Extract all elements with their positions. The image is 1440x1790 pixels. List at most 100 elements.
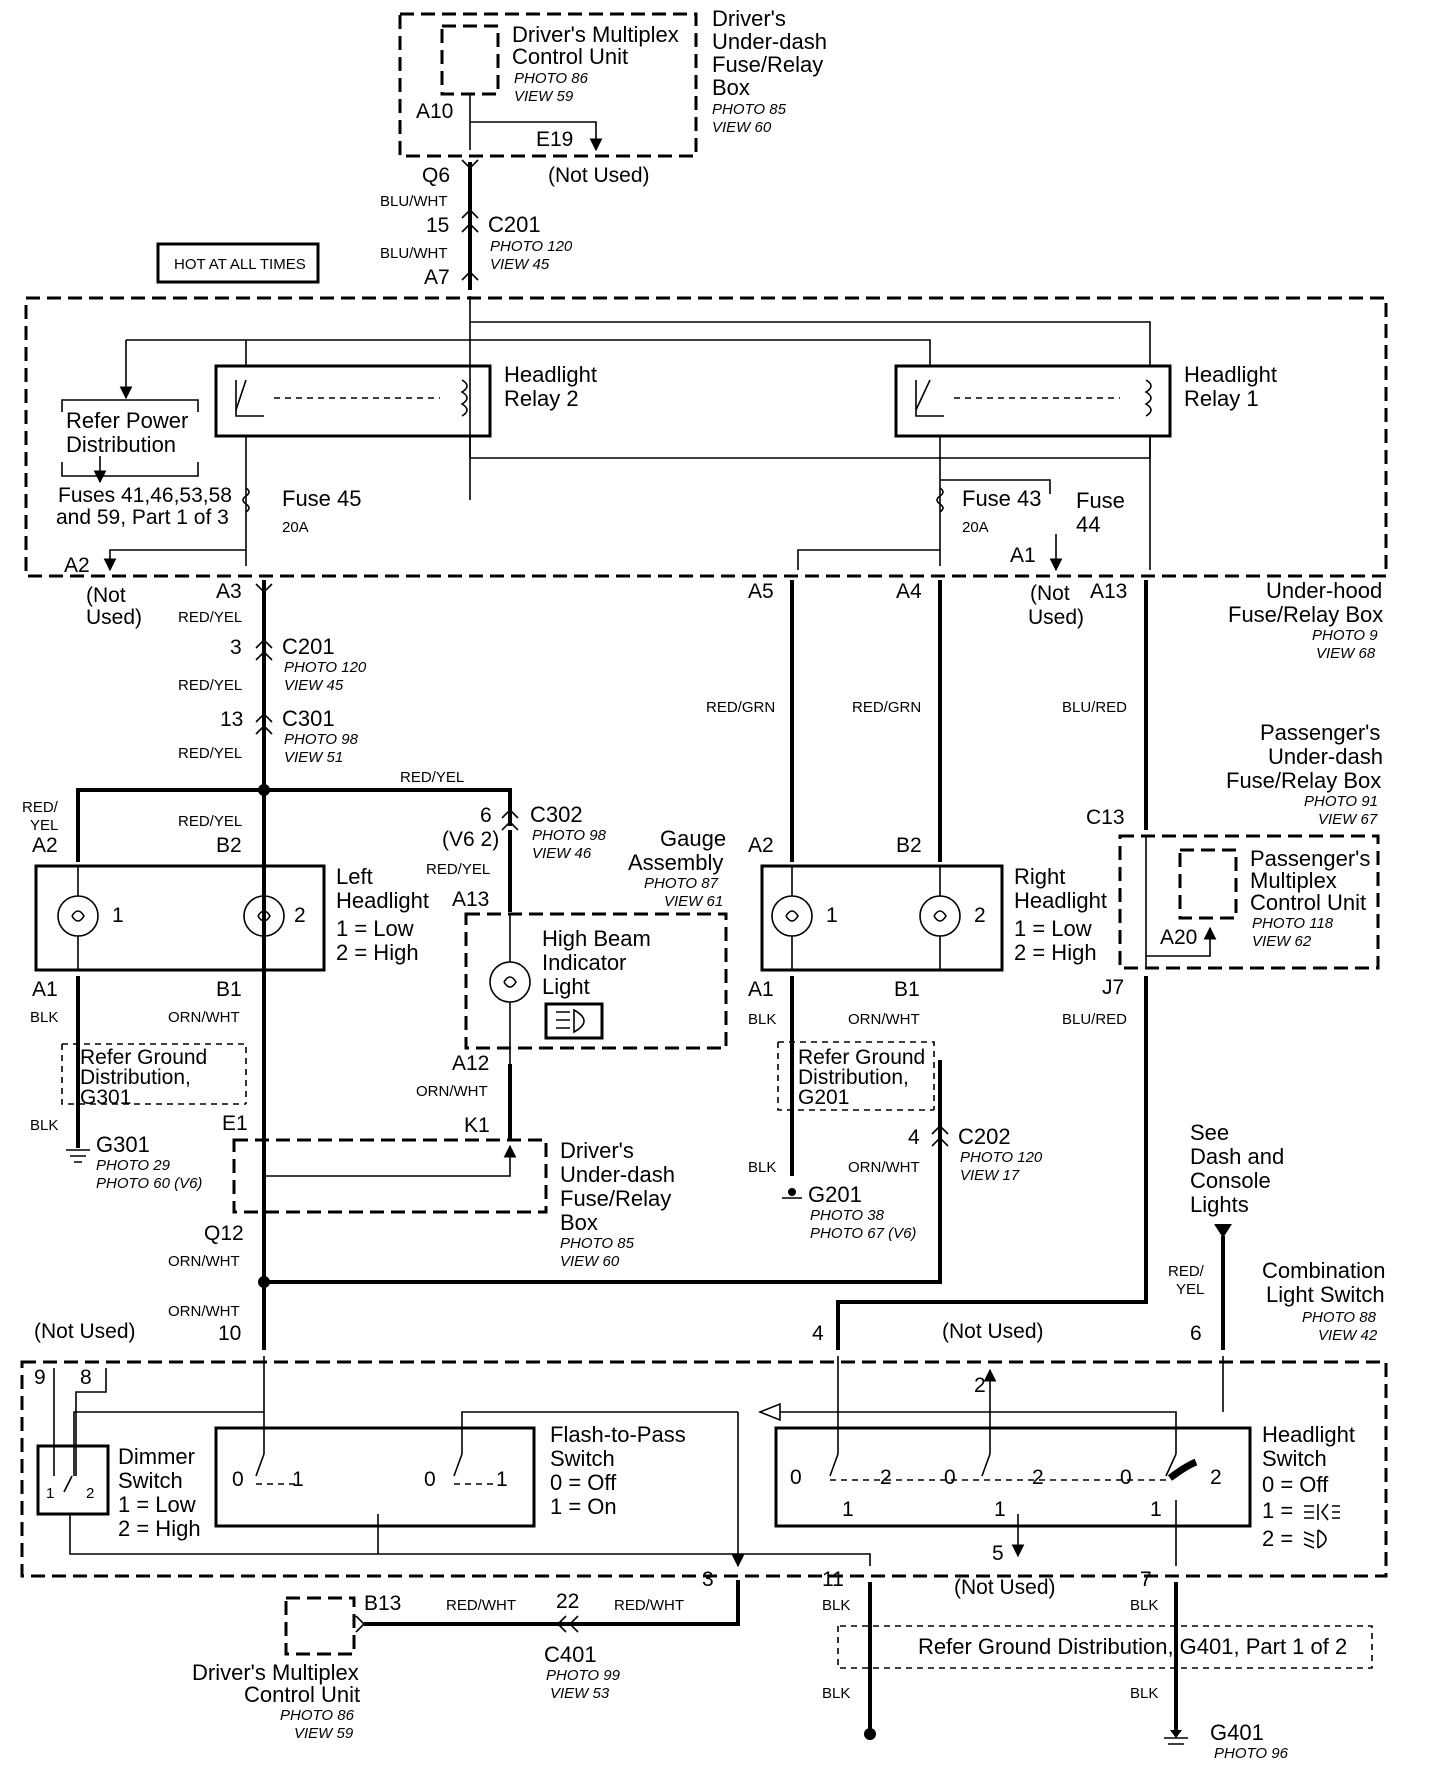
parking-light-icon bbox=[1304, 1503, 1340, 1521]
hls-l4: 1 = bbox=[1262, 1498, 1293, 1523]
sw-pin-4: 4 bbox=[812, 1322, 824, 1345]
rhl-bulb-2: 2 bbox=[974, 904, 986, 927]
lg-refer-1: Refer Ground bbox=[80, 1046, 207, 1069]
rg-c202-view: VIEW 17 bbox=[960, 1167, 1020, 1184]
dmcu-top-photo: PHOTO 86 bbox=[514, 70, 589, 87]
sw-not-used-top-mid: (Not Used) bbox=[942, 1320, 1044, 1343]
rg-g201: G201 bbox=[808, 1182, 862, 1207]
hls-s0-c: 0 bbox=[1120, 1466, 1132, 1489]
b-blk-11: BLK bbox=[822, 1597, 850, 1614]
rhl-l4: 2 = High bbox=[1014, 940, 1097, 965]
gauge-l1: Gauge bbox=[660, 826, 726, 851]
pudb-c13: C13 bbox=[1086, 806, 1125, 829]
dimmer-s2: 2 bbox=[86, 1485, 94, 1502]
pin-q6: Q6 bbox=[422, 164, 450, 187]
sw-not-used-top-left: (Not Used) bbox=[34, 1320, 136, 1343]
hls-l2: Switch bbox=[1262, 1446, 1327, 1471]
lc-c301-photo: PHOTO 98 bbox=[284, 731, 359, 748]
dudb-mid-l2: Under-dash bbox=[560, 1162, 675, 1187]
pudb-view: VIEW 67 bbox=[1318, 811, 1378, 828]
lc-color-2: RED/YEL bbox=[178, 677, 242, 694]
uh-pin-a13: A13 bbox=[1090, 580, 1127, 603]
bottom-dmcu-icon bbox=[284, 1596, 356, 1656]
lg-blk-1: BLK bbox=[30, 1009, 58, 1026]
ml-e1: E1 bbox=[222, 1112, 248, 1135]
lc-c301-view: VIEW 51 bbox=[284, 749, 343, 766]
fuse45-amp: 20A bbox=[282, 519, 309, 536]
c302-name: C302 bbox=[530, 802, 583, 827]
uh-not-used-left-1: (Not bbox=[86, 584, 126, 607]
ground-g401-icon bbox=[1164, 1737, 1188, 1745]
drivers-underdash-box-mid bbox=[232, 1138, 548, 1214]
lhl-bulb-2: 2 bbox=[294, 904, 306, 927]
dimmer-s1: 1 bbox=[46, 1485, 54, 1502]
c302-color: RED/YEL bbox=[426, 861, 490, 878]
left-headlight bbox=[34, 864, 326, 972]
lhl-a1: A1 bbox=[32, 978, 58, 1001]
pin-e19: E19 bbox=[536, 128, 573, 151]
rhl-b1: B1 bbox=[894, 978, 920, 1001]
see-dash-color-1: RED/ bbox=[1168, 1263, 1205, 1280]
combination-light-switch-box bbox=[20, 1360, 1388, 1578]
dudb-mid-l4: Box bbox=[560, 1210, 598, 1235]
right-bulb-2-icon bbox=[919, 895, 961, 937]
dimmer-switch bbox=[36, 1444, 110, 1516]
underhood-l2: Fuse/Relay Box bbox=[1228, 602, 1383, 627]
hot-at-all-times: HOT AT ALL TIMES bbox=[174, 256, 306, 273]
rg-color-1: ORN/WHT bbox=[848, 1011, 920, 1028]
pin-a10: A10 bbox=[416, 100, 453, 123]
dudb-mid-view: VIEW 60 bbox=[560, 1253, 620, 1270]
high-beam-symbol-icon bbox=[544, 1002, 604, 1040]
dudb-mid-l1: Driver's bbox=[560, 1138, 634, 1163]
lhl-a2: A2 bbox=[32, 834, 58, 857]
rg-refer-2: Distribution, bbox=[798, 1066, 909, 1089]
lc-color-1: RED/YEL bbox=[178, 609, 242, 626]
b-c401: C401 bbox=[544, 1642, 597, 1667]
relay2-l1: Headlight bbox=[504, 362, 597, 387]
pmcu-view: VIEW 62 bbox=[1252, 933, 1312, 950]
rhl-b2: B2 bbox=[896, 834, 922, 857]
refer-power-l2: Distribution bbox=[66, 432, 176, 457]
rg-photo-2: PHOTO 67 (V6) bbox=[810, 1225, 916, 1242]
ml-color-3: ORN/WHT bbox=[168, 1303, 240, 1320]
relay2-l2: Relay 2 bbox=[504, 386, 579, 411]
passenger-mcu-icon bbox=[1178, 848, 1238, 920]
ml-color-1: ORN/WHT bbox=[168, 1009, 240, 1026]
dimmer-l1: Dimmer bbox=[118, 1444, 195, 1469]
rg-blk-1: BLK bbox=[748, 1011, 776, 1028]
pudb-color: BLU/RED bbox=[1062, 1011, 1127, 1028]
hot-at-all-times-box bbox=[156, 242, 320, 284]
hls-l5: 2 = bbox=[1262, 1526, 1293, 1551]
hbil-l1: High Beam bbox=[542, 926, 651, 951]
dimmer-l3: 1 = Low bbox=[118, 1492, 196, 1517]
hls-s2-c: 2 bbox=[1210, 1466, 1222, 1489]
fuse44-l1: Fuse bbox=[1076, 488, 1125, 513]
sw-pin-8: 8 bbox=[80, 1366, 92, 1389]
sw-pin-9: 9 bbox=[34, 1366, 46, 1389]
wire-blu-red-j7 bbox=[836, 976, 1148, 1350]
b-dm-l1: Driver's Multiplex bbox=[192, 1660, 359, 1685]
dudb-mid-photo: PHOTO 85 bbox=[560, 1235, 635, 1252]
dimmer-l2: Switch bbox=[118, 1468, 183, 1493]
hls-s2-b: 2 bbox=[1032, 1466, 1044, 1489]
ftp-l2: Switch bbox=[550, 1446, 615, 1471]
lc-c201: C201 bbox=[282, 634, 335, 659]
lg-blk-2: BLK bbox=[30, 1117, 58, 1134]
sw-pin-10: 10 bbox=[218, 1322, 241, 1345]
rg-c202-photo: PHOTO 120 bbox=[960, 1149, 1043, 1166]
refer-power-l4: and 59, Part 1 of 3 bbox=[56, 506, 229, 529]
fuse-45-symbol bbox=[242, 487, 250, 513]
lc-c201-view: VIEW 45 bbox=[284, 677, 344, 694]
b-refer: Refer Ground Distribution, G401, Part 1 … bbox=[918, 1634, 1347, 1659]
high-beam-indicator-box bbox=[464, 912, 728, 1050]
see-dash-l3: Console bbox=[1190, 1168, 1271, 1193]
pmcu-photo: PHOTO 118 bbox=[1252, 915, 1334, 932]
right-bulb-1-icon bbox=[771, 895, 813, 937]
fuse43-amp: 20A bbox=[962, 519, 989, 536]
gauge-view: VIEW 61 bbox=[664, 893, 723, 910]
rg-refer-1: Refer Ground bbox=[798, 1046, 925, 1069]
b-blk-b2: BLK bbox=[1130, 1685, 1158, 1702]
high-beam-bulb-icon bbox=[489, 961, 531, 1003]
cls-l2: Light Switch bbox=[1266, 1282, 1385, 1307]
rhl-l1: Right bbox=[1014, 864, 1065, 889]
